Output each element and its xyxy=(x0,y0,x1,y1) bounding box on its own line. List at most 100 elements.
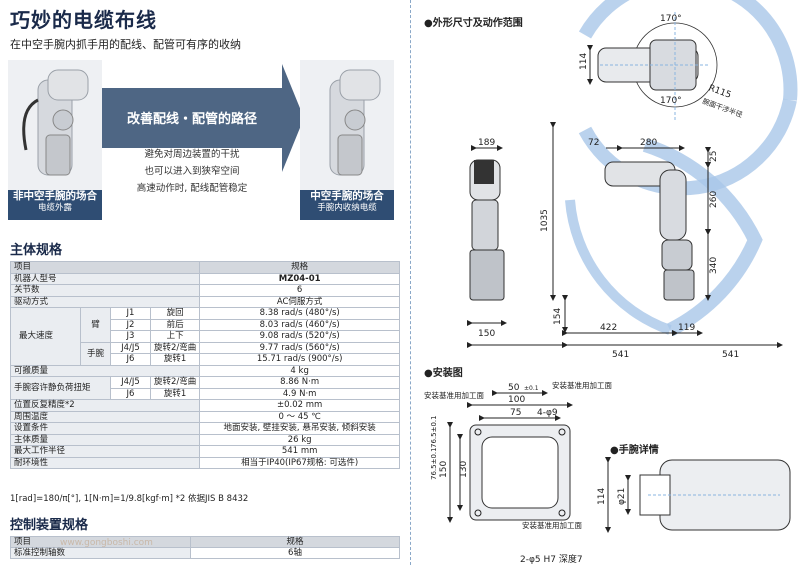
spec-motion: 旋转1 xyxy=(149,387,201,400)
spec-value: 8.86 N·m xyxy=(199,376,400,389)
top-view-drawing xyxy=(578,0,798,196)
spec-value: 4 kg xyxy=(199,364,400,377)
spec-header-item: 项目 xyxy=(9,261,201,274)
spec-axis: J4/J5 xyxy=(110,376,151,389)
spec-value: 541 mm xyxy=(199,445,400,458)
improvement-arrow xyxy=(102,88,282,148)
robot-illustration-left xyxy=(22,69,89,176)
robot-caption-left: 非中空手腕的场合 电缆外露 xyxy=(8,190,102,220)
ctrl-label: 标准控制轴数 xyxy=(10,547,191,559)
mount-bottom-label: 2-φ5 H7 深度7 xyxy=(520,553,583,565)
dim-422: 422 xyxy=(600,323,617,333)
robot-illustration-right xyxy=(329,69,381,176)
dim-154: 154 xyxy=(553,308,563,325)
table-row: 手腕容许静负荷扭矩 J4/J5 旋转2/弯曲 8.86 N·m xyxy=(10,376,400,400)
ctrl-value: 6轴 xyxy=(190,547,400,559)
spec-axis: J2 xyxy=(110,318,151,331)
dim-114-top: 114 xyxy=(579,53,589,70)
dim-150: 150 xyxy=(478,329,495,339)
mount-dim-76-upper: 76.5±0.1 xyxy=(430,415,438,448)
spec-value: 26 kg xyxy=(199,433,400,446)
spec-value: 4.9 N·m xyxy=(199,387,400,400)
unit-note: 1[rad]=180/π[°], 1[N·m]=1/9.8[kgf·m] *2 … xyxy=(10,494,249,504)
robot-photo-left xyxy=(8,60,102,190)
wrist-dim-21: φ21 xyxy=(617,488,627,505)
r115-label: R115 xyxy=(707,83,732,100)
table-row: 位置反复精度*2 ±0.02 mm xyxy=(9,399,400,412)
spec-motion: 前后 xyxy=(149,318,201,331)
table-row: 耐环境性 相当于IP40(IP67规格: 可选件) xyxy=(9,456,400,469)
dim-119: 119 xyxy=(678,323,695,333)
robot-caption-left-sub: 电缆外露 xyxy=(37,203,72,213)
mount-dim-130: 130 xyxy=(459,461,469,478)
spec-value: 6 xyxy=(199,284,400,297)
spec-axis: J3 xyxy=(110,330,151,343)
spec-label: 关节数 xyxy=(9,284,201,297)
arrow-tip xyxy=(282,64,304,172)
spec-motion: 旋转2/弯曲 xyxy=(149,341,201,354)
spec-value: 地面安装, 壁挂安装, 悬吊安装, 倾斜安装 xyxy=(199,422,400,435)
table-row: 最大工作半径 541 mm xyxy=(9,445,400,458)
table-row: 周围温度 0 ～ 45 ℃ xyxy=(9,410,400,423)
spec-label: 耐环境性 xyxy=(9,456,201,469)
dim-541-right: 541 xyxy=(722,350,739,360)
spec-value: 相当于IP40(IP67规格: 可选件) xyxy=(199,456,400,469)
spec-label: 驱动方式 xyxy=(9,295,201,308)
spec-label: 机器人型号 xyxy=(9,272,201,285)
spec-label: 位置反复精度*2 xyxy=(9,399,201,412)
robot-photo-right xyxy=(300,60,394,190)
table-row: J6 旋转1 4.9 N·m xyxy=(11,387,400,400)
column-divider xyxy=(410,0,412,565)
spec-value: ±0.02 mm xyxy=(199,399,400,412)
r115-sub: 腕面干涉半径 xyxy=(701,96,744,119)
spec-axis: J6 xyxy=(110,387,151,400)
table-row: 机器人型号 MZ04-01 xyxy=(9,272,400,285)
mount-ref-a: 安装基准用加工面 xyxy=(424,390,484,400)
mount-ref-c: 安装基准用加工面 xyxy=(522,520,582,530)
table-row: 关节数 6 xyxy=(9,284,400,297)
technical-drawings: 170° 170° 114 R115 腕面干涉半径 189 72 280 25 … xyxy=(424,0,798,565)
spec-header-value: 规格 xyxy=(199,261,400,274)
spec-value: 0 ～ 45 ℃ xyxy=(199,410,400,423)
table-row: J3 上下 9.08 rad/s (520°/s) xyxy=(11,330,400,343)
spec-value: 8.03 rad/s (460°/s) xyxy=(199,318,400,331)
spec-axis: J1 xyxy=(110,307,151,320)
dim-1035: 1035 xyxy=(540,209,550,232)
table-row: 最大速度 臂 J1 旋回 8.38 rad/s (480°/s) xyxy=(10,307,400,366)
arrow-title: 改善配线・配管的路径 xyxy=(126,112,257,127)
mount-dim-150: 150 xyxy=(439,461,449,478)
mount-hole-label: 4-φ9 xyxy=(537,408,558,418)
spec-value: AC伺服方式 xyxy=(199,295,400,308)
mount-dim-76-lower: 76.5±0.1 xyxy=(430,447,438,480)
dim-189: 189 xyxy=(478,138,495,148)
dim-541-left: 541 xyxy=(612,350,629,360)
arrow-line-2: 也可以进入到狭窄空间 xyxy=(144,166,240,177)
spec-motion: 旋回 xyxy=(149,307,201,320)
spec-value: MZ04-01 xyxy=(199,272,400,285)
dim-25: 25 xyxy=(709,151,719,162)
dim-340: 340 xyxy=(709,257,719,274)
spec-label: 周围温度 xyxy=(9,410,201,423)
mount-dim-100: 100 xyxy=(508,395,525,405)
range-section-title: ●外形尺寸及动作范围 xyxy=(424,18,523,29)
robot-caption-left-title: 非中空手腕的场合 xyxy=(13,190,97,202)
spec-label: 最大速度 xyxy=(10,307,81,366)
robot-caption-right: 中空手腕的场合 手腕内收纳电缆 xyxy=(300,190,394,220)
page-subtitle: 在中空手腕内抓手用的配线、配管可有序的收纳 xyxy=(10,38,241,51)
spec-motion: 上下 xyxy=(149,330,201,343)
spec-axis: J4/J5 xyxy=(110,341,151,354)
spec-table: 项目 规格 机器人型号 MZ04-01 关节数 6 驱动方式 AC伺服方式 最大… xyxy=(9,261,400,469)
table-row: 驱动方式 AC伺服方式 xyxy=(9,295,400,308)
spec-value: 9.08 rad/s (520°/s) xyxy=(199,330,400,343)
arrow-line-1: 避免对周边装置的干扰 xyxy=(144,149,240,160)
ctrl-table: 项目 规格 标准控制轴数 6轴 xyxy=(10,536,400,559)
spec-header-row: 项目 规格 xyxy=(9,261,400,274)
spec-label: 可搬质量 xyxy=(9,364,201,377)
wrist-drawing xyxy=(605,457,791,533)
dim-72: 72 xyxy=(588,138,599,148)
mount-dim-50-tol: ±0.1 xyxy=(524,385,539,392)
table-row: 标准控制轴数 6轴 xyxy=(10,547,400,559)
mount-drawing xyxy=(447,390,573,523)
spec-label: 设置条件 xyxy=(9,422,201,435)
mount-dim-50: 50 xyxy=(508,383,520,393)
